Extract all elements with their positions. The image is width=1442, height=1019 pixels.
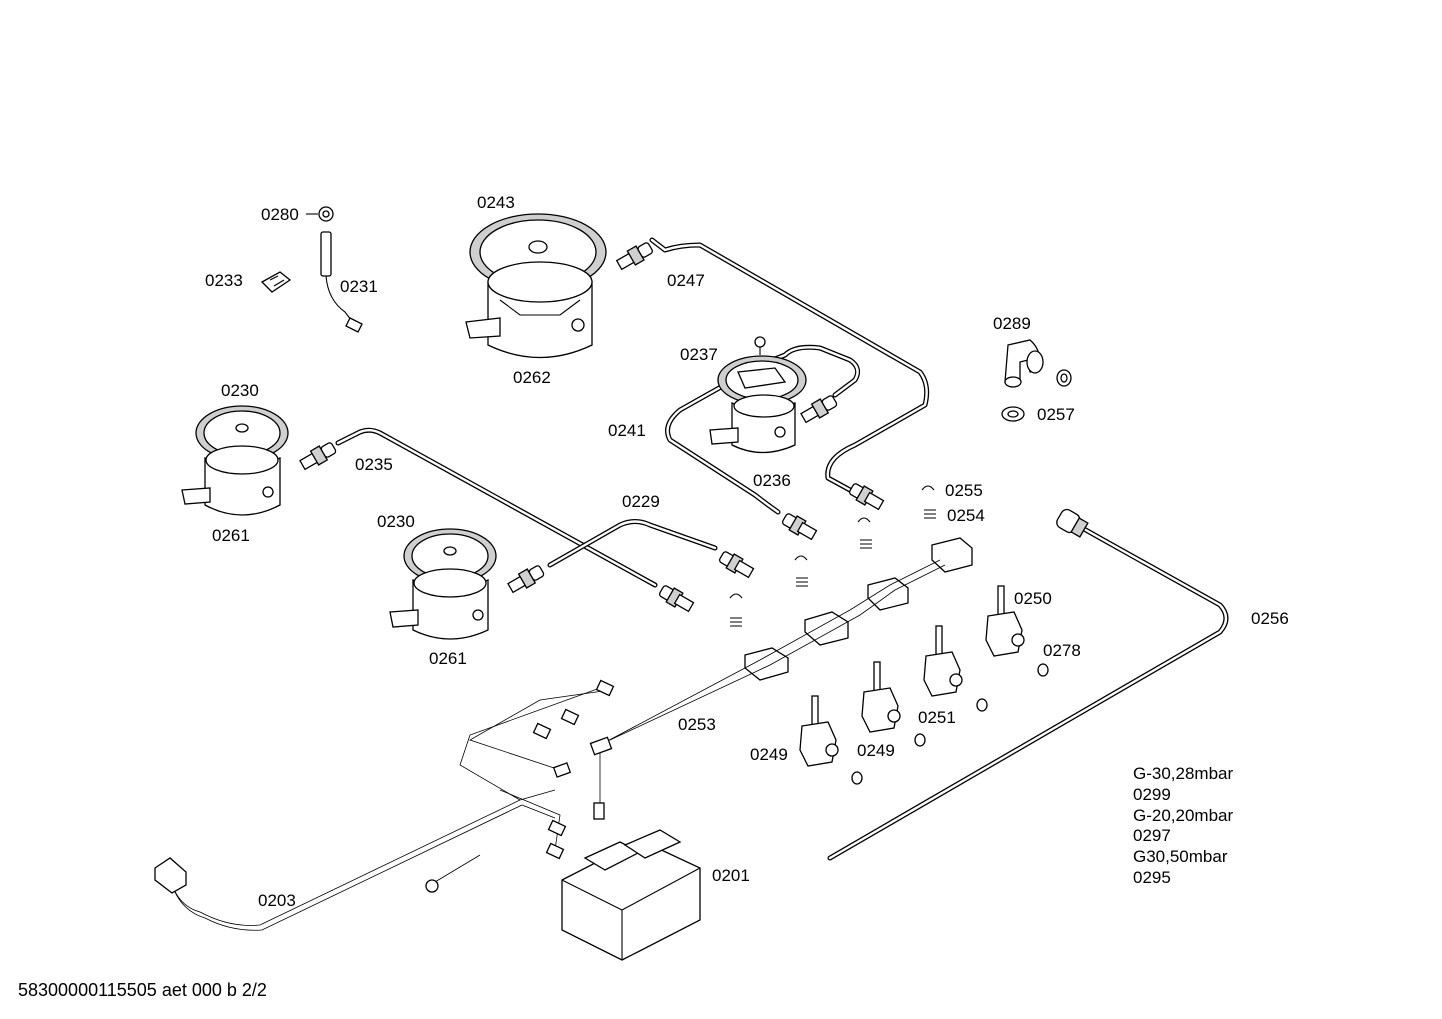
label-0251: 0251 xyxy=(918,708,956,727)
label-0261-upper: 0261 xyxy=(212,526,250,545)
label-0255: 0255 xyxy=(945,481,983,500)
wiring-harness xyxy=(154,559,946,931)
screws xyxy=(318,206,766,355)
gas-type-notes: G-30,28mbar 0299 G-20,20mbar 0297 G30,50… xyxy=(1133,764,1233,889)
label-0278: 0278 xyxy=(1043,641,1081,660)
label-0256: 0256 xyxy=(1251,609,1289,628)
label-0236: 0236 xyxy=(753,471,791,490)
clip-0233 xyxy=(260,271,292,293)
label-0254: 0254 xyxy=(947,506,985,525)
label-0230-upper: 0230 xyxy=(221,381,259,400)
ignition-switches xyxy=(744,537,973,681)
burner-0261a xyxy=(181,405,289,516)
label-0230-lower: 0230 xyxy=(377,512,415,531)
elbow-0289 xyxy=(1004,339,1044,388)
label-0289: 0289 xyxy=(993,314,1031,333)
label-0233: 0233 xyxy=(205,271,243,290)
part-labels: 0280 0233 0231 0243 0247 0262 0289 0257 … xyxy=(205,193,1289,910)
gas-note-3: G-20,20mbar xyxy=(1133,805,1234,825)
label-0261-lower: 0261 xyxy=(429,649,467,668)
document-footer-id: 58300000115505 aet 000 b 2/2 xyxy=(18,980,267,1000)
washers xyxy=(851,369,1072,785)
burner-0262 xyxy=(465,213,607,359)
label-0241: 0241 xyxy=(608,421,646,440)
label-0249-left: 0249 xyxy=(750,745,788,764)
label-0231: 0231 xyxy=(340,277,378,296)
pipe-fittings xyxy=(299,242,1089,613)
label-0280: 0280 xyxy=(261,205,299,224)
label-0247: 0247 xyxy=(667,271,705,290)
gas-valves xyxy=(799,585,1025,767)
label-0250: 0250 xyxy=(1014,589,1052,608)
gas-note-2: 0299 xyxy=(1133,784,1171,804)
label-0237: 0237 xyxy=(680,345,718,364)
gas-pipes xyxy=(335,237,1229,861)
label-0201: 0201 xyxy=(712,866,750,885)
label-0249-right: 0249 xyxy=(857,741,895,760)
label-0235: 0235 xyxy=(355,455,393,474)
gas-note-6: 0295 xyxy=(1133,867,1171,887)
label-0253: 0253 xyxy=(678,715,716,734)
ignition-module-0201 xyxy=(561,829,701,961)
gas-note-4: 0297 xyxy=(1133,826,1171,846)
electrode-0231 xyxy=(320,231,363,333)
burner-0261b xyxy=(389,528,497,640)
label-0229: 0229 xyxy=(622,492,660,511)
label-0257: 0257 xyxy=(1037,405,1075,424)
burner-0236 xyxy=(709,355,807,454)
label-0243: 0243 xyxy=(477,193,515,212)
label-0203: 0203 xyxy=(258,891,296,910)
label-0262: 0262 xyxy=(513,368,551,387)
springs xyxy=(729,485,936,627)
gas-note-5: G30,50mbar xyxy=(1133,847,1228,867)
gas-note-1: G-30,28mbar xyxy=(1133,764,1234,783)
